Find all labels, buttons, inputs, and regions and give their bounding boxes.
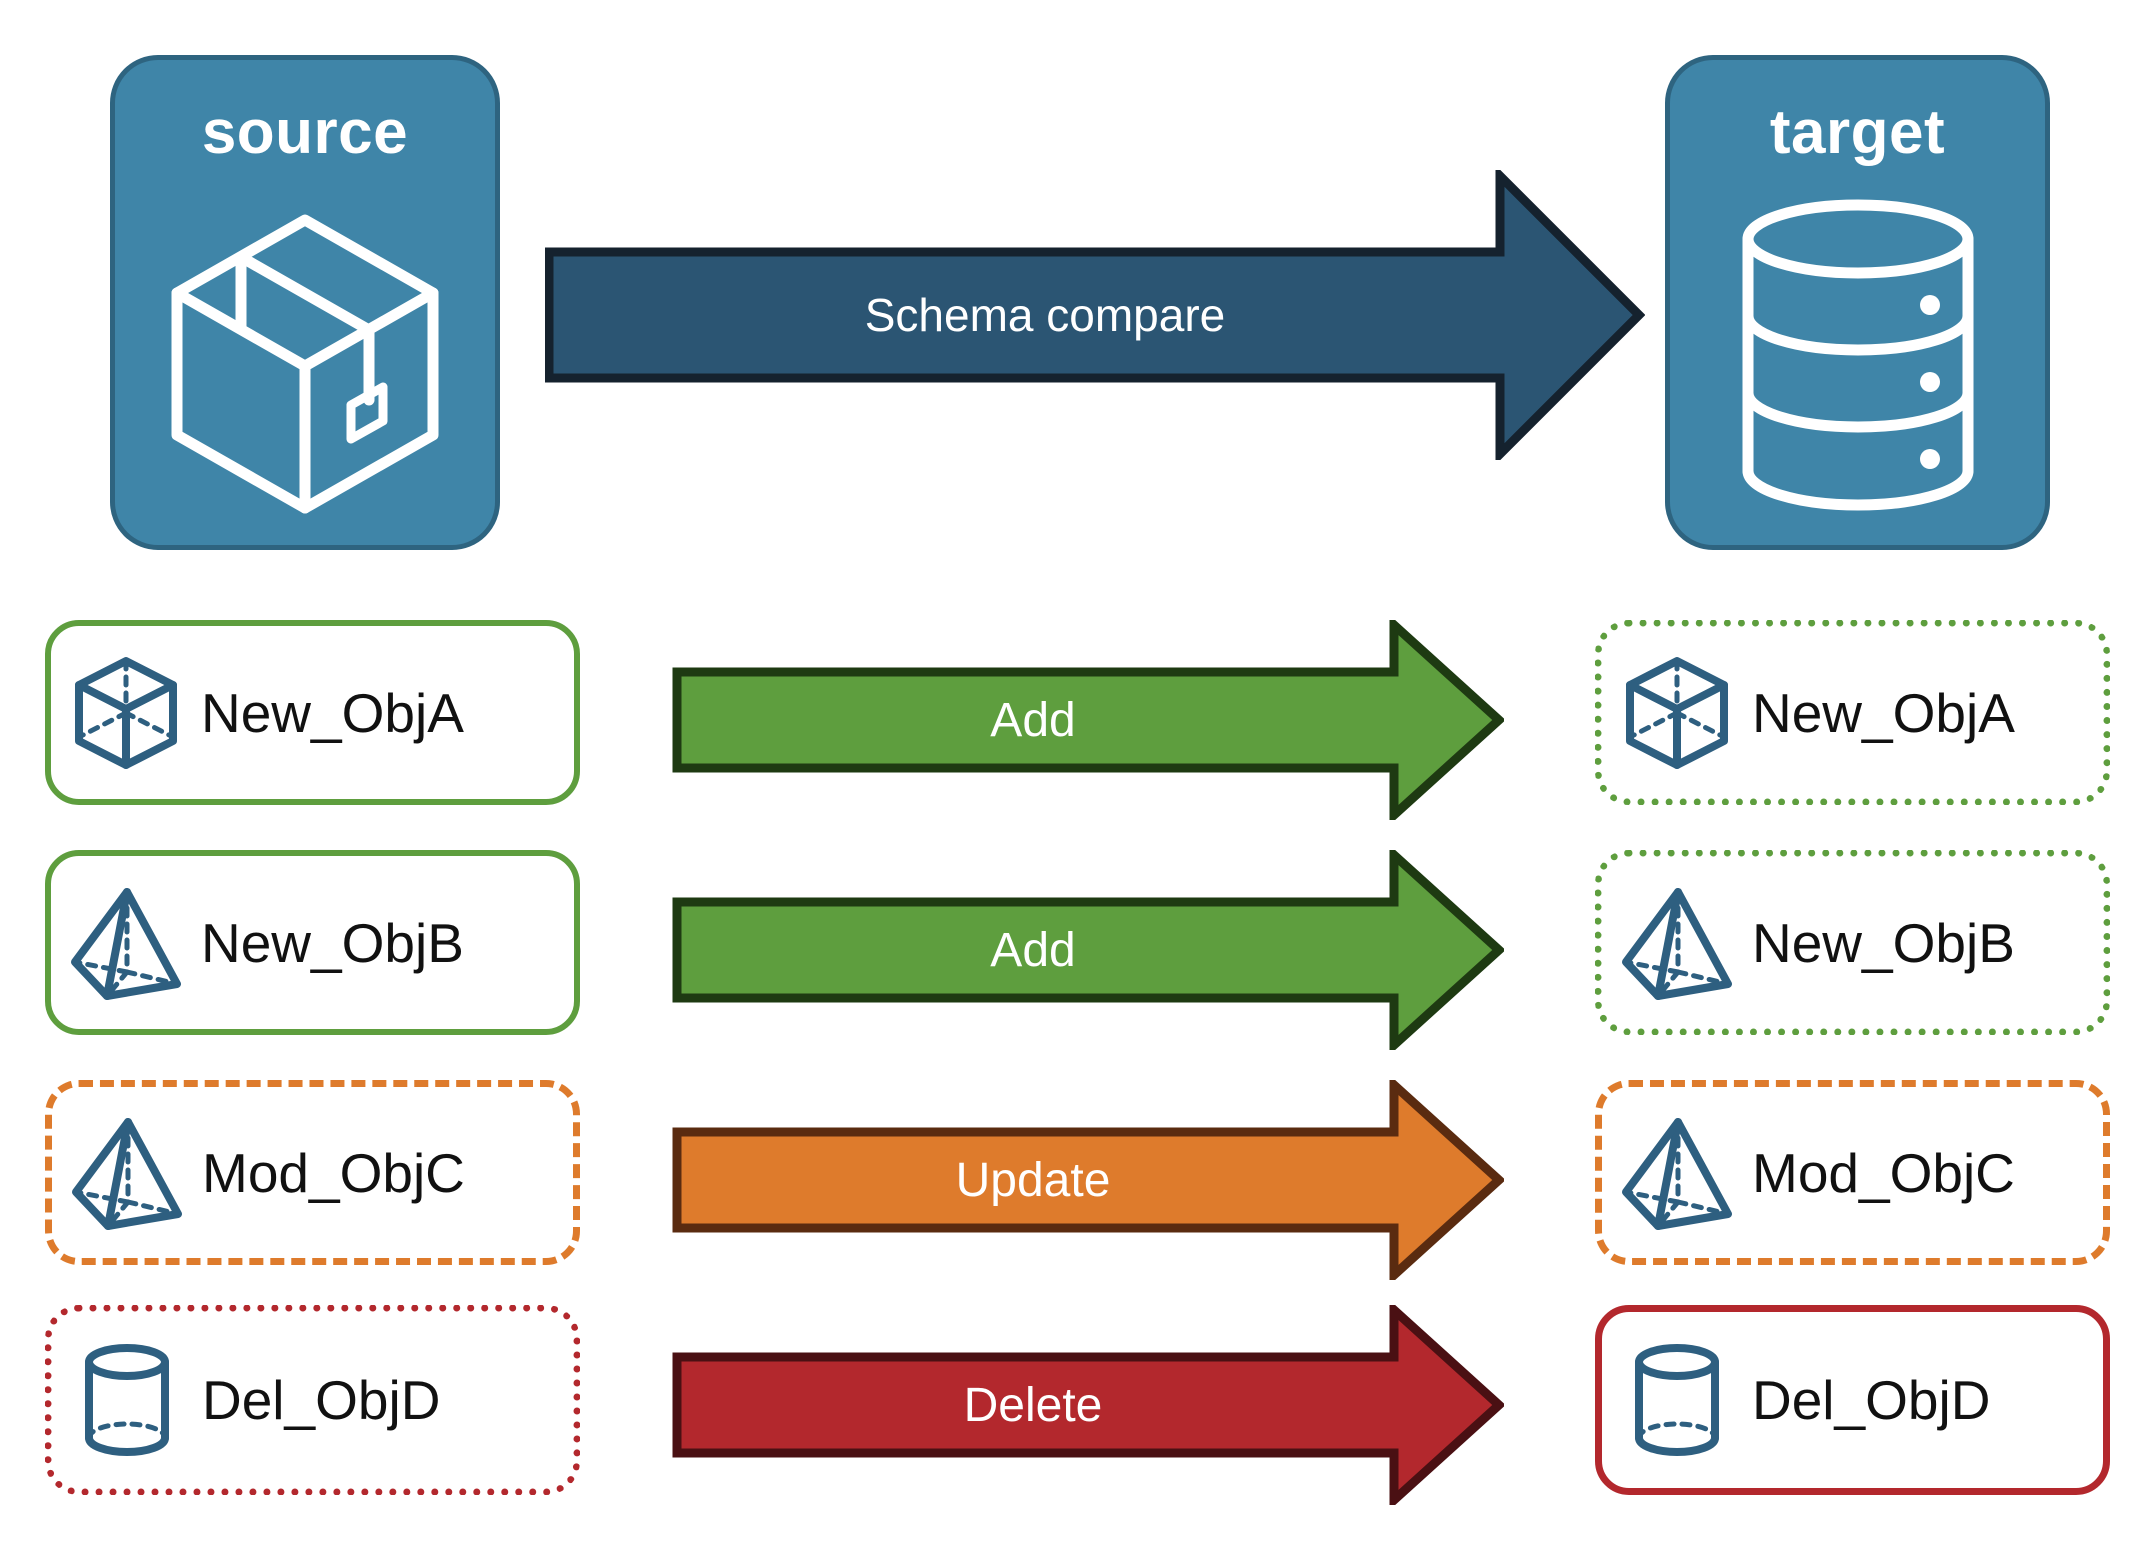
pyramid-wireframe-icon	[1602, 1114, 1752, 1232]
target-object-card[interactable]: New_ObjB	[1595, 850, 2110, 1035]
pyramid-wireframe-icon	[51, 884, 201, 1002]
source-label: source	[201, 98, 409, 167]
cylinder-wireframe-icon	[52, 1340, 202, 1460]
target-object-name: New_ObjB	[1752, 911, 2015, 974]
schema-compare-arrow: Schema compare	[544, 165, 1646, 465]
right-arrow-icon	[544, 165, 1646, 465]
target-object-card[interactable]: New_ObjA	[1595, 620, 2110, 805]
cube-wireframe-icon	[51, 654, 201, 772]
action-arrow: Add	[672, 844, 1506, 1056]
target-object-name: New_ObjA	[1752, 681, 2015, 744]
target-object-card[interactable]: Mod_ObjC	[1595, 1080, 2110, 1265]
object-row: New_ObjB Add Ne	[0, 844, 2150, 1056]
target-object-card[interactable]: Del_ObjD	[1595, 1305, 2110, 1495]
database-cylinder-icon	[1670, 164, 2045, 545]
right-arrow-icon	[672, 614, 1506, 826]
source-object-name: Mod_ObjC	[202, 1141, 465, 1204]
target-object-name: Del_ObjD	[1752, 1369, 1991, 1431]
target-endpoint-card: target	[1665, 55, 2050, 550]
pyramid-wireframe-icon	[52, 1114, 202, 1232]
cylinder-wireframe-icon	[1602, 1340, 1752, 1460]
object-row: Mod_ObjC Update	[0, 1074, 2150, 1286]
package-box-icon	[115, 164, 495, 545]
action-arrow: Update	[672, 1074, 1506, 1286]
source-object-card[interactable]: Del_ObjD	[45, 1305, 580, 1495]
action-arrow: Delete	[672, 1299, 1506, 1511]
right-arrow-icon	[672, 1299, 1506, 1511]
action-arrow: Add	[672, 614, 1506, 826]
source-endpoint-card: source	[110, 55, 500, 550]
pyramid-wireframe-icon	[1602, 884, 1752, 1002]
source-object-card[interactable]: New_ObjA	[45, 620, 580, 805]
right-arrow-icon	[672, 1074, 1506, 1286]
cube-wireframe-icon	[1602, 654, 1752, 772]
source-object-name: New_ObjA	[201, 681, 464, 744]
target-label: target	[1769, 98, 1946, 167]
source-object-name: Del_ObjD	[202, 1369, 441, 1431]
target-object-name: Mod_ObjC	[1752, 1141, 2015, 1204]
source-object-name: New_ObjB	[201, 911, 464, 974]
source-object-card[interactable]: New_ObjB	[45, 850, 580, 1035]
source-object-card[interactable]: Mod_ObjC	[45, 1080, 580, 1265]
right-arrow-icon	[672, 844, 1506, 1056]
object-row: New_ObjA Add New_	[0, 614, 2150, 826]
object-row: Del_ObjD Delete Del_ObjD	[0, 1299, 2150, 1511]
